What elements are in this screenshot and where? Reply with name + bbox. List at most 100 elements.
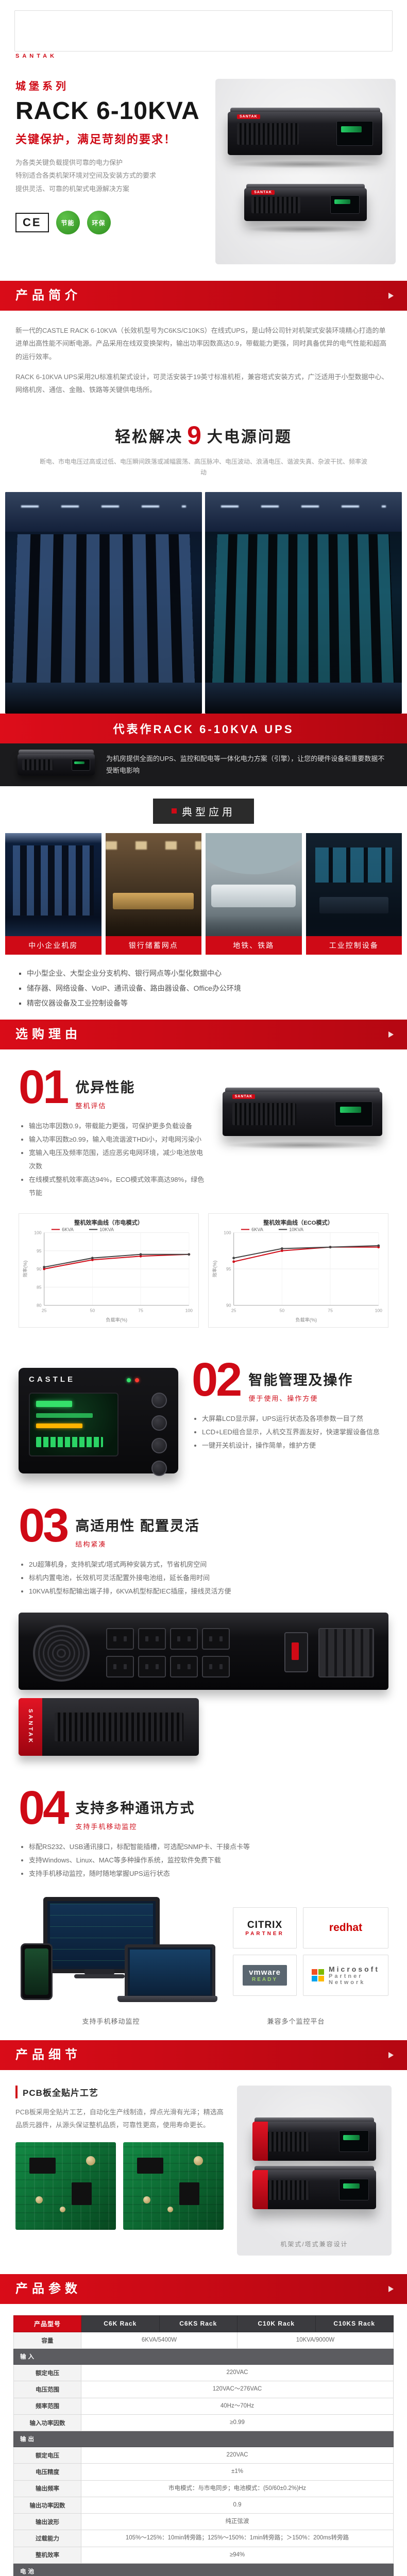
chart-text: 95 — [37, 1248, 42, 1253]
application-cards: 中小企业机房银行储蓄网点地铁、铁路工业控制设备 — [0, 833, 407, 955]
reason-bullet: 输出功率因数0.9，带载能力更强，可保护更多负载设备 — [29, 1120, 209, 1133]
ups-side-view-image: SANTAK — [19, 1698, 199, 1756]
certification-row: CE 节能 环保 — [15, 211, 222, 235]
logo-name: vmware — [249, 1968, 281, 1977]
unit-brand-chip: SANTAK — [237, 114, 260, 120]
reason4-number: 04 — [19, 1781, 69, 1834]
lcd-segment — [36, 1423, 82, 1428]
hero-desc-line: 为各类关键负载提供可靠的电力保护 — [15, 159, 123, 166]
unit-display — [330, 195, 360, 214]
scene-shape — [315, 847, 393, 883]
ic-chip — [72, 2182, 92, 2205]
reason-bullet: 标配RS232、USB通讯接口，标配智能插槽，可选配SNMP卡、干接点卡等 — [29, 1840, 388, 1854]
pcb-photo — [123, 2142, 224, 2230]
reason-bullet: 10KVA机型标配输出端子排，6KVA机型标配IEC插座，接线灵活方便 — [29, 1585, 388, 1598]
details-paragraph: PCB板采用全贴片工艺，自动化生产线制造，焊点光滑有光泽；精选高品质元器件，从源… — [15, 2108, 224, 2129]
reason-bullet: 大屏幕LCD显示屏，UPS运行状态及各项参数一目了然 — [202, 1412, 388, 1426]
scene-shape — [5, 917, 101, 936]
reason3-title: 高适用性 配置灵活 — [75, 1518, 200, 1534]
ic-chip — [137, 2158, 163, 2174]
scene-shape — [206, 833, 302, 874]
application-caption: 工业控制设备 — [306, 936, 402, 955]
laptop-base — [117, 1995, 217, 2002]
intro-paragraph: RACK 6-10KVA UPS采用2U标准机架式设计，可灵活安装于19英寸标准… — [15, 373, 388, 394]
reason1-product-image: SANTAK — [218, 1068, 388, 1166]
panel-button-icon — [151, 1392, 167, 1408]
hero-product-image: SANTAK SANTAK — [215, 79, 396, 264]
spec-header-col: C10K Rack — [237, 2315, 316, 2332]
chart-text: 负载率(%) — [295, 1317, 317, 1323]
reason1-titlebox: 优异性能 整机评估 — [75, 1068, 135, 1110]
chart-ylabel: 效率(%) — [212, 1261, 217, 1277]
ce-mark-icon: CE — [15, 213, 49, 233]
chart-text: 100 — [224, 1230, 231, 1235]
spec-header-col: C10KS Rack — [315, 2315, 394, 2332]
reason3-number: 03 — [19, 1499, 69, 1552]
page-title: RACK 6-10KVA — [15, 97, 200, 125]
application-caption: 中小企业机房 — [5, 936, 101, 955]
spec-cell: 105%～125%：10min转旁路；125%～150%：1min转旁路；＞15… — [81, 2530, 394, 2547]
hero-text-block: 城堡系列 RACK 6-10KVA 关键保护，满足苛刻的要求！ 为各类关键负载提… — [15, 78, 222, 235]
spec-header-col: C6K Rack — [81, 2315, 160, 2332]
reason2-bullets: 大屏幕LCD显示屏，UPS运行状态及各项参数一目了然LCD+LED组合显示，人机… — [192, 1412, 388, 1452]
hero-section: 城堡系列 RACK 6-10KVA 关键保护，满足苛刻的要求！ 为各类关键负载提… — [0, 64, 407, 281]
redhat-logo-text: redhat — [329, 1922, 363, 1934]
logos-caption: 兼容多个监控平台 — [267, 2017, 325, 2025]
vent-grille — [22, 759, 53, 771]
chart-text: 90 — [226, 1302, 231, 1308]
red-square-icon — [172, 808, 177, 814]
reason3-bullets: 2U超薄机身，支持机架式/塔式两种安装方式，节省机房空间标机内置电池，长效机可灵… — [19, 1558, 388, 1598]
solve9-note: 断电、市电电压过高或过低、电压瞬间跌落或减幅震荡、高压脉冲、电压波动、浪涌电压、… — [39, 457, 367, 477]
rear-panel-image — [19, 1612, 388, 1690]
application-card: 工业控制设备 — [306, 833, 402, 955]
monitoring-devices-image — [19, 1894, 219, 2010]
vent-grille — [251, 196, 301, 213]
spec-header-col: C6KS Rack — [159, 2315, 238, 2332]
spec-row-label: 输入功率因数 — [13, 2414, 81, 2432]
iec-outlet-icon — [170, 1628, 198, 1650]
details-section: PCB板全贴片工艺 PCB板采用全贴片工艺，自动化生产线制造，焊点光滑有光泽；精… — [0, 2070, 407, 2274]
chart-text: 75 — [328, 1308, 333, 1313]
laptop-screen — [130, 1949, 210, 1995]
lcd-control-panel-image: CASTLE — [19, 1367, 178, 1476]
ups-product-photo-small: SANTAK — [244, 184, 367, 221]
intro-paragraph: 新一代的CASTLE RACK 6-10KVA（长效机型号为C6KS/C10KS… — [15, 327, 387, 361]
brand-logo: 山特 SANTAK — [14, 10, 393, 59]
spec-row-label: 电压范围 — [13, 2381, 81, 2398]
spec-row: 输出频率市电模式：与市电同步；电池模式：(50/60±0.2%)Hz — [13, 2480, 394, 2497]
spec-row: 整机效率≥94% — [13, 2546, 394, 2564]
spec-row: 输出波形纯正弦波 — [13, 2513, 394, 2531]
reason1-grid: 01 优异性能 整机评估 输出功率因数0.9，带载能力更强，可保护更多负载设备输… — [19, 1063, 388, 1200]
server-room-photo — [5, 833, 101, 936]
capacitor — [167, 2207, 173, 2213]
reason1-subtitle: 整机评估 — [75, 1101, 107, 1110]
reason-bullet: 输入功率因数≥0.99，输入电流谐波THDi小，对电网污染小 — [29, 1133, 209, 1146]
reason1-text: 01 优异性能 整机评估 输出功率因数0.9，带载能力更强，可保护更多负载设备输… — [19, 1063, 209, 1200]
iec-outlet-icon — [138, 1628, 166, 1650]
vent-grille — [237, 123, 299, 145]
hero-desc-line: 特别适合各类机架环境对空间及安装方式的要求 — [15, 172, 157, 180]
hero-slogan: 关键保护，满足苛刻的要求！ — [15, 133, 177, 146]
capacitor — [86, 2156, 95, 2165]
spec-row-label: 输出频率 — [13, 2480, 81, 2497]
spec-cell: 220VAC — [81, 2364, 394, 2382]
lcd-segment — [36, 1436, 103, 1447]
reason-bullet: LCD+LED组合显示，人机交互界面友好，快速掌握设备信息 — [202, 1426, 388, 1439]
spec-row-label: 容量 — [13, 2331, 81, 2349]
photo-racks — [212, 534, 395, 687]
spec-group-row: 电池 — [13, 2563, 394, 2576]
reason-section-3: 03 高适用性 配置灵活 结构紧凑 2U超薄机身，支持机架式/塔式两种安装方式，… — [0, 1488, 407, 1770]
spec-cell: 220VAC — [81, 2447, 394, 2464]
